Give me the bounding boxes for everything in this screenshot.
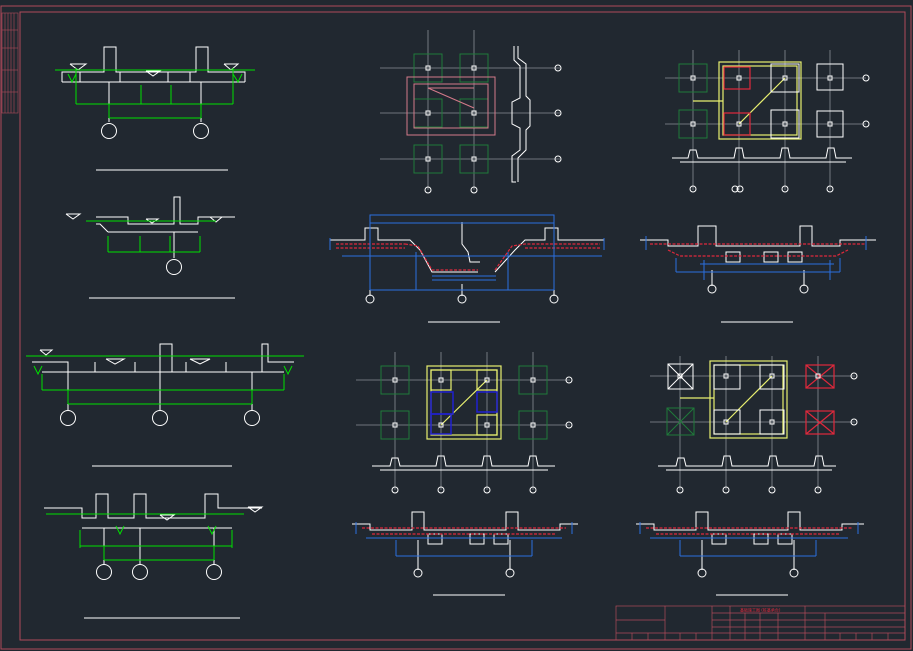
pile-cap-section-r4	[636, 511, 864, 596]
title-block	[615, 605, 906, 641]
pile-cap-section-4	[352, 511, 578, 596]
pile-cap-section-2	[329, 214, 605, 323]
drawing-frame	[0, 5, 912, 650]
pile-cap-plan-3	[356, 352, 573, 494]
pile-cap-section-r2	[640, 225, 876, 323]
section-detail-2	[65, 196, 235, 299]
binding-strip	[1, 12, 19, 114]
pile-cap-plan-1	[380, 30, 562, 194]
section-detail-4	[44, 493, 264, 619]
section-detail-1	[55, 46, 255, 171]
pile-cap-plan-r3	[650, 356, 858, 494]
pile-cap-plan-r1	[665, 50, 870, 193]
section-detail-3	[26, 343, 304, 467]
title-block-text: 基础施工图 (桩基承台)	[740, 607, 781, 613]
